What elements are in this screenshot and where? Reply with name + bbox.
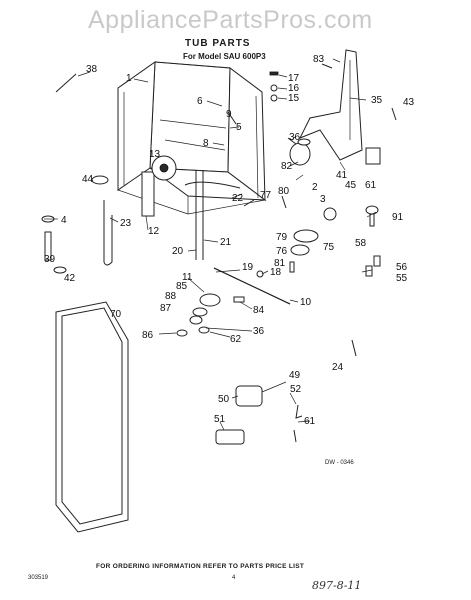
callout-21: 21 bbox=[220, 237, 232, 248]
callout-50: 50 bbox=[218, 394, 230, 405]
callout-52: 52 bbox=[290, 384, 302, 395]
callout-79: 79 bbox=[276, 232, 288, 243]
callout-80: 80 bbox=[278, 186, 290, 197]
callout-70: 70 bbox=[110, 309, 122, 320]
callout-labels: 1 17 16 15 83 35 43 38 6 5 9 8 13 36 82 … bbox=[44, 54, 415, 427]
callout-51: 51 bbox=[214, 414, 226, 425]
callout-76: 76 bbox=[276, 246, 288, 257]
callout-13: 13 bbox=[149, 149, 161, 160]
callout-20: 20 bbox=[172, 246, 184, 257]
watermark-text: AppliancePartsPros.com bbox=[88, 6, 373, 34]
callout-84: 84 bbox=[253, 305, 265, 316]
diagram-title: TUB PARTS bbox=[185, 38, 251, 49]
door-panel bbox=[55, 301, 129, 533]
callout-55: 55 bbox=[396, 273, 408, 284]
callout-36-bottom: 36 bbox=[253, 326, 265, 337]
callout-43: 43 bbox=[403, 97, 415, 108]
callout-77: 77 bbox=[260, 190, 272, 201]
drawing-code: DW - 0346 bbox=[325, 460, 354, 466]
callout-1: 1 bbox=[126, 73, 132, 84]
callout-4: 4 bbox=[61, 215, 67, 226]
callout-39: 39 bbox=[44, 254, 56, 265]
callout-15: 15 bbox=[288, 93, 300, 104]
callout-5: 5 bbox=[236, 122, 242, 133]
callout-35: 35 bbox=[371, 95, 383, 106]
callout-38: 38 bbox=[86, 64, 98, 75]
model-subtitle: For Model SAU 600P3 bbox=[183, 52, 266, 61]
callout-3: 3 bbox=[320, 194, 326, 205]
callout-56: 56 bbox=[396, 262, 408, 273]
callout-9: 9 bbox=[226, 109, 232, 120]
literature-code: 303519 bbox=[28, 575, 49, 581]
callout-23: 23 bbox=[120, 218, 132, 229]
callout-44: 44 bbox=[82, 174, 94, 185]
callout-42: 42 bbox=[64, 273, 76, 284]
callout-leaders bbox=[44, 58, 377, 431]
ordering-footnote: FOR ORDERING INFORMATION REFER TO PARTS … bbox=[96, 563, 305, 570]
page-number: 4 bbox=[232, 575, 236, 581]
callout-8: 8 bbox=[203, 138, 209, 149]
console-bracket bbox=[289, 49, 381, 166]
callout-12: 12 bbox=[148, 226, 160, 237]
callout-17: 17 bbox=[288, 73, 300, 84]
callout-24: 24 bbox=[332, 362, 344, 373]
fastener-marks bbox=[227, 63, 397, 209]
callout-18: 18 bbox=[270, 267, 282, 278]
callout-58: 58 bbox=[355, 238, 367, 249]
callout-62: 62 bbox=[230, 334, 242, 345]
callout-49: 49 bbox=[289, 370, 301, 381]
handwritten-note: 897-8-11 bbox=[312, 579, 362, 592]
callout-2: 2 bbox=[312, 182, 318, 193]
callout-11: 11 bbox=[182, 272, 193, 283]
tub-assembly bbox=[103, 61, 267, 266]
callout-81: 81 bbox=[274, 258, 286, 269]
water-valve-assembly bbox=[215, 385, 303, 445]
callout-41: 41 bbox=[336, 170, 348, 181]
callout-85: 85 bbox=[176, 281, 188, 292]
callout-61-top: 61 bbox=[365, 180, 377, 191]
callout-88: 88 bbox=[165, 291, 177, 302]
callout-91: 91 bbox=[392, 212, 404, 223]
callout-10: 10 bbox=[300, 297, 312, 308]
callout-82: 82 bbox=[281, 161, 293, 172]
callout-19: 19 bbox=[242, 262, 254, 273]
callout-16: 16 bbox=[288, 83, 300, 94]
callout-75: 75 bbox=[323, 242, 335, 253]
callout-22: 22 bbox=[232, 193, 244, 204]
small-left-parts bbox=[41, 73, 109, 274]
callout-6: 6 bbox=[197, 96, 203, 107]
pump-assembly bbox=[176, 205, 381, 357]
callout-45: 45 bbox=[345, 180, 357, 191]
callout-86: 86 bbox=[142, 330, 154, 341]
callout-61-bottom: 61 bbox=[304, 416, 316, 427]
callout-83: 83 bbox=[313, 54, 325, 65]
callout-36-top: 36 bbox=[289, 132, 301, 143]
callout-87: 87 bbox=[160, 303, 172, 314]
